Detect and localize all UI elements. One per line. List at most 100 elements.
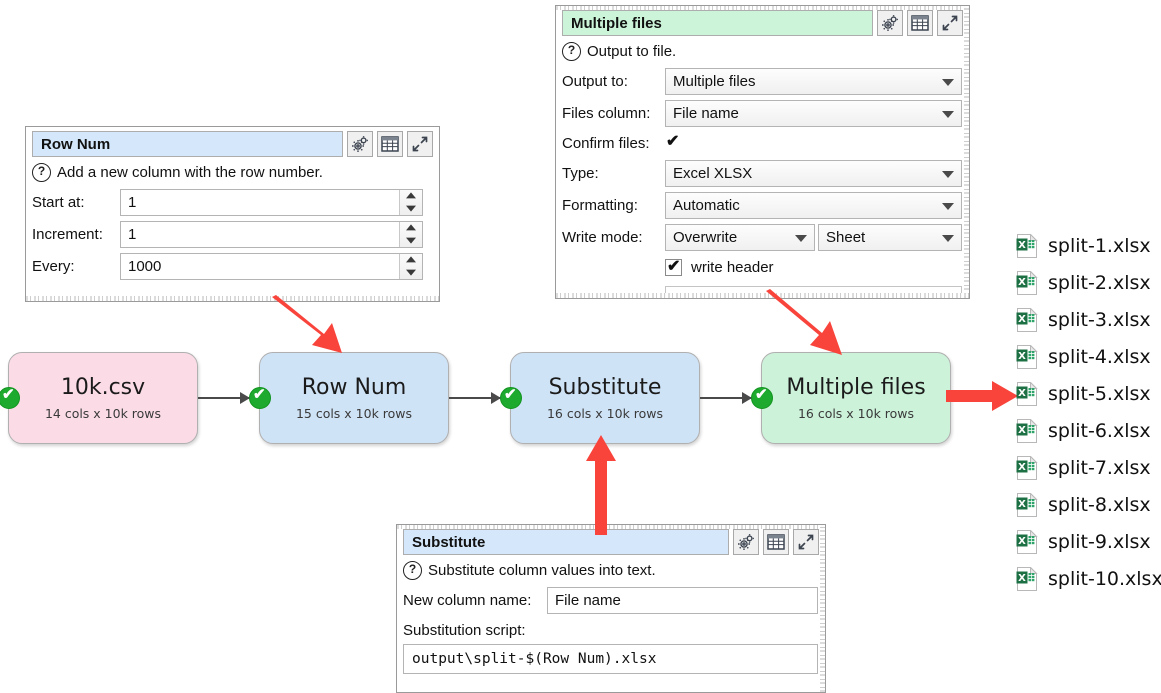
excel-file-icon: X — [1016, 528, 1038, 554]
field-files-column: Files column: File name — [562, 98, 963, 128]
flow-node-multiple-files[interactable]: Multiple files 16 cols x 10k rows — [751, 352, 951, 444]
confirm-files-checkbox[interactable] — [665, 131, 682, 152]
start-at-input[interactable]: 1 — [120, 188, 423, 216]
field-type: Type: Excel XLSX — [562, 158, 963, 188]
table-icon[interactable] — [377, 131, 403, 157]
spinner-up-icon[interactable] — [400, 222, 422, 235]
spinner-buttons[interactable] — [399, 189, 422, 215]
field-formatting-label: Formatting: — [562, 196, 638, 214]
list-item-file-5[interactable]: X split-5.xlsx — [1016, 375, 1161, 412]
list-item-file-6[interactable]: X split-6.xlsx — [1016, 412, 1161, 449]
field-start-at: Start at: 1 — [32, 187, 433, 217]
field-write-mode: Write mode: Overwrite Sheet — [562, 222, 963, 252]
substitute-title-field[interactable]: Substitute — [403, 529, 729, 555]
write-mode-select[interactable]: Overwrite — [665, 223, 815, 251]
panel-torn-edge-top — [556, 6, 969, 10]
gear-icon[interactable] — [877, 10, 903, 36]
expand-icon[interactable] — [937, 10, 963, 36]
chevron-down-icon — [942, 203, 954, 210]
output-file-list: X split-1.xlsx X — [1016, 227, 1161, 597]
file-name-label: split-2.xlsx — [1048, 271, 1151, 294]
gear-icon[interactable] — [347, 131, 373, 157]
panel-substitute[interactable]: Substitute — [396, 524, 826, 693]
panel-title-row: Substitute — [403, 529, 819, 555]
panel-torn-edge-right — [964, 6, 969, 298]
substitute-help-text: Substitute column values into text. — [428, 561, 656, 579]
svg-text:X: X — [1018, 425, 1026, 436]
field-type-label: Type: — [562, 164, 599, 182]
help-icon: ? — [32, 162, 51, 182]
excel-file-icon: X — [1016, 380, 1038, 406]
write-target-select[interactable]: Sheet — [818, 223, 962, 251]
substitution-script-input[interactable]: output\split-$(Row Num).xlsx — [403, 644, 818, 674]
expand-icon[interactable] — [407, 131, 433, 157]
list-item-file-3[interactable]: X split-3.xlsx — [1016, 301, 1161, 338]
write-header-extra-field[interactable] — [665, 286, 962, 298]
panel-torn-edge-bottom — [556, 293, 969, 298]
excel-file-icon: X — [1016, 491, 1038, 517]
help-icon: ? — [403, 560, 422, 580]
list-item-file-2[interactable]: X split-2.xlsx — [1016, 264, 1161, 301]
panel-multiple-files[interactable]: Multiple files — [555, 5, 970, 299]
flow-node-10k-csv[interactable]: 10k.csv 14 cols x 10k rows — [0, 352, 198, 444]
file-name-label: split-7.xlsx — [1048, 456, 1151, 479]
spinner-up-icon[interactable] — [400, 254, 422, 267]
increment-input[interactable]: 1 — [120, 220, 423, 248]
type-select[interactable]: Excel XLSX — [665, 159, 962, 187]
row-num-title-field[interactable]: Row Num — [32, 131, 343, 157]
field-start-at-label: Start at: — [32, 193, 85, 211]
files-column-value: File name — [673, 104, 739, 122]
output-to-select[interactable]: Multiple files — [665, 67, 962, 95]
excel-file-icon: X — [1016, 343, 1038, 369]
multiple-files-help-text: Output to file. — [587, 42, 677, 60]
formatting-select[interactable]: Automatic — [665, 191, 962, 219]
type-value: Excel XLSX — [673, 164, 753, 182]
substitution-script-label: Substitution script: — [403, 622, 526, 639]
flow-node-substitute[interactable]: Substitute 16 cols x 10k rows — [500, 352, 700, 444]
gear-icon[interactable] — [733, 529, 759, 555]
expand-icon[interactable] — [793, 529, 819, 555]
flow-link-1 — [198, 392, 250, 404]
excel-file-icon: X — [1016, 565, 1038, 591]
chevron-down-icon — [942, 79, 954, 86]
field-files-column-label: Files column: — [562, 104, 651, 122]
files-column-select[interactable]: File name — [665, 99, 962, 127]
table-icon[interactable] — [763, 529, 789, 555]
spinner-up-icon[interactable] — [400, 190, 422, 203]
spinner-buttons[interactable] — [399, 221, 422, 247]
multiple-files-help-row: ? Output to file. — [562, 38, 963, 64]
svg-text:X: X — [1018, 277, 1026, 288]
list-item-file-4[interactable]: X split-4.xlsx — [1016, 338, 1161, 375]
row-num-help-text: Add a new column with the row number. — [57, 163, 323, 181]
list-item-file-1[interactable]: X split-1.xlsx — [1016, 227, 1161, 264]
flow-node-subtitle: 16 cols x 10k rows — [797, 406, 915, 421]
flow-node-title: 10k.csv — [60, 375, 146, 400]
every-input[interactable]: 1000 — [120, 252, 423, 280]
file-name-label: split-9.xlsx — [1048, 530, 1151, 553]
spinner-buttons[interactable] — [399, 253, 422, 279]
spinner-down-icon[interactable] — [400, 202, 422, 215]
svg-text:X: X — [1018, 462, 1026, 473]
status-badge — [249, 385, 271, 409]
multiple-files-title-field[interactable]: Multiple files — [562, 10, 873, 36]
list-item-file-9[interactable]: X split-9.xlsx — [1016, 523, 1161, 560]
excel-file-icon: X — [1016, 306, 1038, 332]
output-to-value: Multiple files — [673, 72, 756, 90]
spinner-down-icon[interactable] — [400, 234, 422, 247]
flow-link-3 — [700, 392, 752, 404]
field-confirm-files: Confirm files: — [562, 130, 963, 156]
field-write-mode-label: Write mode: — [562, 228, 643, 246]
list-item-file-7[interactable]: X split-7.xlsx — [1016, 449, 1161, 486]
list-item-file-8[interactable]: X split-8.xlsx — [1016, 486, 1161, 523]
flow-node-row-num[interactable]: Row Num 15 cols x 10k rows — [249, 352, 449, 444]
table-icon[interactable] — [907, 10, 933, 36]
write-header-checkbox[interactable] — [665, 256, 682, 276]
flow-node-title: Row Num — [301, 375, 407, 400]
panel-torn-edge — [26, 296, 439, 301]
new-column-name-input[interactable]: File name — [547, 586, 818, 614]
panel-row-num[interactable]: Row Num — [25, 126, 440, 302]
list-item-file-10[interactable]: X split-10.xlsx — [1016, 560, 1161, 597]
spinner-down-icon[interactable] — [400, 266, 422, 279]
excel-file-icon: X — [1016, 269, 1038, 295]
field-formatting: Formatting: Automatic — [562, 190, 963, 220]
